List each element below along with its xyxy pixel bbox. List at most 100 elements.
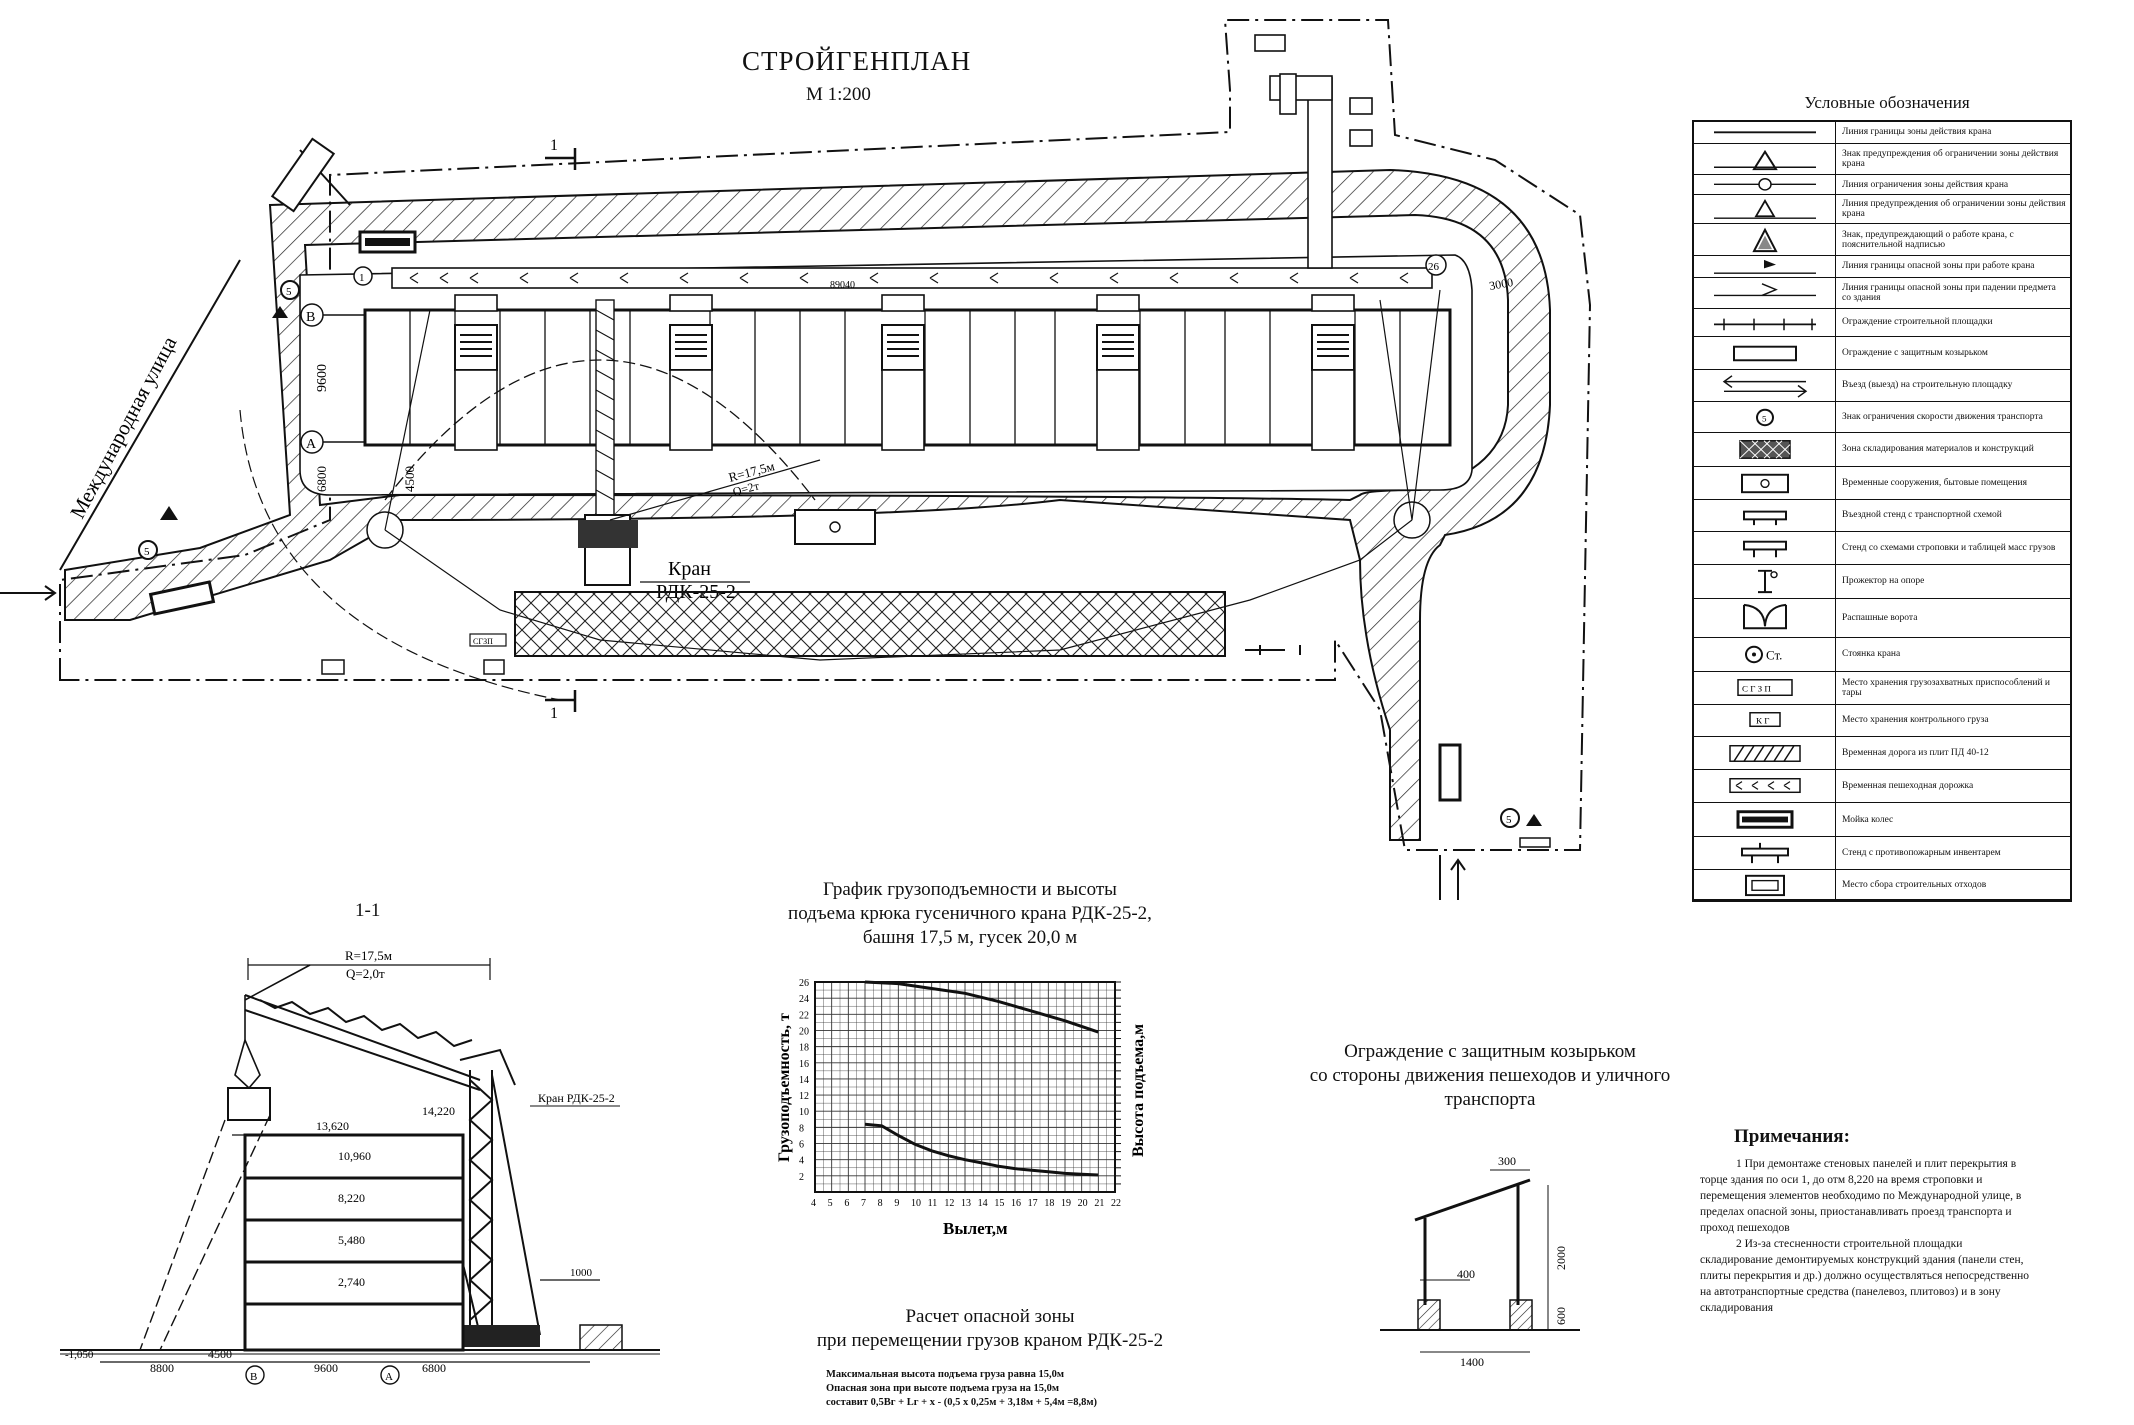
calc-line-2: Опасная зона при высоте подъема груза на…	[826, 1383, 1060, 1394]
series-line-1	[864, 980, 1099, 1034]
dim-8800-section: 8800	[150, 1361, 174, 1375]
fence-icon	[1714, 318, 1816, 331]
legend-row: Линия ограничения зоны действия крана	[1694, 175, 2070, 195]
note-2: 2 Из-за стесненности строительной площад…	[1700, 1238, 2030, 1314]
legend-row: К Г Место хранения контрольного груза	[1694, 705, 2070, 737]
temp-road	[64, 168, 1551, 841]
danger-fall-icon	[1714, 282, 1816, 296]
fence-dim-2000: 2000	[1554, 1246, 1568, 1270]
storage-zone	[514, 591, 1226, 657]
legend-symbol	[1694, 466, 1836, 500]
sgzp-icon: С Г З П	[1737, 678, 1793, 696]
y-tick-label: 20	[799, 1026, 809, 1037]
legend-row: Ограждение с защитным козырьком	[1694, 336, 2070, 371]
note-1: 1 При демонтаже стеновых панелей и плит …	[1700, 1158, 2022, 1234]
legend-row: С Г З П Место хранения грузозахватных при…	[1694, 671, 2070, 705]
legend-symbol	[1694, 736, 1836, 769]
x-tick-label: 15	[994, 1198, 1004, 1209]
legend-row: Мойка колес	[1694, 803, 2070, 837]
axis-b-label: В	[306, 310, 315, 325]
crane-reach-arc	[384, 359, 816, 501]
legend-row: Линия границы зоны действия крана	[1694, 122, 2070, 144]
speed-sign-3: 5	[1506, 814, 1512, 826]
y-tick-label: 24	[799, 994, 809, 1005]
legend-text: Прожектор на опоре	[1842, 576, 1925, 587]
legend-symbol: 5	[1694, 401, 1836, 433]
legend-symbol	[1694, 870, 1836, 899]
gate-icon	[1743, 603, 1787, 629]
x-tick-label: 9	[894, 1198, 899, 1209]
street-name: Международная улица	[65, 332, 182, 523]
wheel-wash-2	[148, 580, 216, 616]
section-mark-bottom: 1	[550, 705, 558, 722]
walkway-arrows	[409, 272, 1409, 284]
legend-text: Линия границы опасной зоны при падении п…	[1842, 282, 2056, 303]
legend-text: Временная дорога из плит ПД 40-12	[1842, 747, 1989, 758]
legend-symbol	[1694, 770, 1836, 803]
x-tick-label: 5	[828, 1198, 833, 1209]
legend-symbol	[1694, 433, 1836, 466]
x-tick-label: 17	[1028, 1198, 1038, 1209]
level-2740: 2,740	[338, 1275, 365, 1289]
temp-building	[794, 509, 876, 545]
fence-drawing: 300 2000 400 600 1400	[1380, 1154, 1580, 1369]
legend-symbol	[1694, 122, 1836, 143]
legend-text: Въездной стенд с транспортной схемой	[1842, 510, 2002, 521]
crane-track	[595, 299, 615, 521]
temp-road-icon	[1729, 744, 1801, 762]
crane-warning-icon	[1752, 228, 1778, 253]
fence-title-line-1: Ограждение с защитным козырьком	[1344, 1041, 1636, 1062]
legend-row: Временная дорога из плит ПД 40-12	[1694, 736, 2070, 770]
level-10960: 10,960	[338, 1149, 371, 1163]
legend-row: Линия границы опасной зоны при падении п…	[1694, 277, 2070, 310]
notes-body: 1 При демонтаже стеновых панелей и плит …	[1700, 1156, 2030, 1316]
x-tick-label: 16	[1011, 1198, 1021, 1209]
svg-text:К Г: К Г	[1756, 716, 1769, 726]
fence-title: Ограждение с защитным козырьком со сторо…	[1290, 1040, 1690, 1112]
legend-symbol	[1694, 565, 1836, 598]
warning-triangle-icon	[1714, 149, 1816, 170]
legend-symbol	[1694, 309, 1836, 336]
legend-text: Место хранения грузозахватных приспособл…	[1842, 677, 2051, 698]
legend-text: Распашные ворота	[1842, 612, 1918, 623]
entry-stand-icon	[1743, 510, 1787, 526]
legend-symbol	[1694, 194, 1836, 224]
storage-zone-icon	[1739, 440, 1791, 460]
legend-row: Зона складирования материалов и конструк…	[1694, 433, 2070, 467]
sgzp-box-plan: СГЗП	[473, 637, 493, 646]
canopy-fence-icon	[1733, 345, 1797, 361]
danger-flag-icon	[1714, 259, 1816, 274]
x-tick-label: 7	[861, 1198, 866, 1209]
warning-signs	[160, 306, 1542, 826]
legend-row: Знак, предупреждающий о работе крана, с …	[1694, 224, 2070, 256]
crane-tower	[449, 1070, 541, 1336]
fire-stand-icon	[1741, 842, 1789, 864]
crane-boom	[244, 994, 481, 1091]
post-26: 26	[1428, 261, 1440, 273]
legend-row: Стенд со схемами строповки и таблицей ма…	[1694, 531, 2070, 566]
walkway-icon	[1729, 777, 1801, 794]
section-radius: R=17,5м	[345, 948, 392, 963]
floodlight-icon	[1758, 570, 1778, 594]
legend-text: Место сбора строительных отходов	[1842, 879, 1987, 890]
speed-sign-1: 5	[286, 286, 292, 298]
legend-symbol	[1694, 224, 1836, 255]
level-5480: 5,480	[338, 1233, 365, 1247]
y-tick-label: 18	[799, 1043, 809, 1054]
legend-symbol	[1694, 336, 1836, 370]
legend-row: Въездной стенд с транспортной схемой	[1694, 500, 2070, 532]
legend-text: Место хранения контрольного груза	[1842, 715, 1989, 726]
level-14220: 14,220	[422, 1104, 455, 1118]
chart-title-line-1: График грузоподъемности и высоты	[823, 879, 1117, 900]
entry-arrows-icon	[1722, 375, 1808, 398]
y-tick-label: 14	[799, 1075, 809, 1086]
wheel-wash-3	[1438, 743, 1462, 802]
temp-building-icon	[1741, 473, 1789, 493]
legend-text: Въезд (выезд) на строительную площадку	[1842, 380, 2013, 391]
legend-text: Стоянка крана	[1842, 649, 1901, 660]
level-13620: 13,620	[316, 1119, 349, 1133]
legend-row: Знак предупреждения об ограничении зоны …	[1694, 143, 2070, 176]
legend-text: Знак предупреждения об ограничении зоны …	[1842, 148, 2059, 169]
distance-label: 89040	[830, 280, 855, 291]
